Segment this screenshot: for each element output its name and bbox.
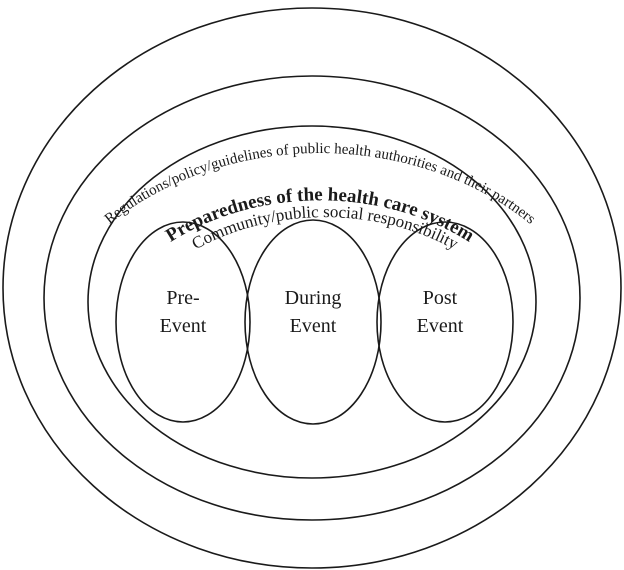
inner-ring xyxy=(87,125,537,479)
pre-event-ellipse xyxy=(115,221,251,423)
during-event-label-line2: Event xyxy=(290,315,337,337)
pre-event-label-line2: Event xyxy=(160,315,207,337)
post-event-ellipse xyxy=(376,221,514,423)
during-event-ellipse xyxy=(244,219,382,425)
during-event-label-line1: During xyxy=(285,287,342,309)
outer-ring xyxy=(2,7,622,569)
post-event-label-line2: Event xyxy=(417,315,464,337)
pre-event-label-line1: Pre- xyxy=(166,287,199,309)
post-event-label-line1: Post xyxy=(423,287,458,309)
middle-ring xyxy=(43,75,581,521)
